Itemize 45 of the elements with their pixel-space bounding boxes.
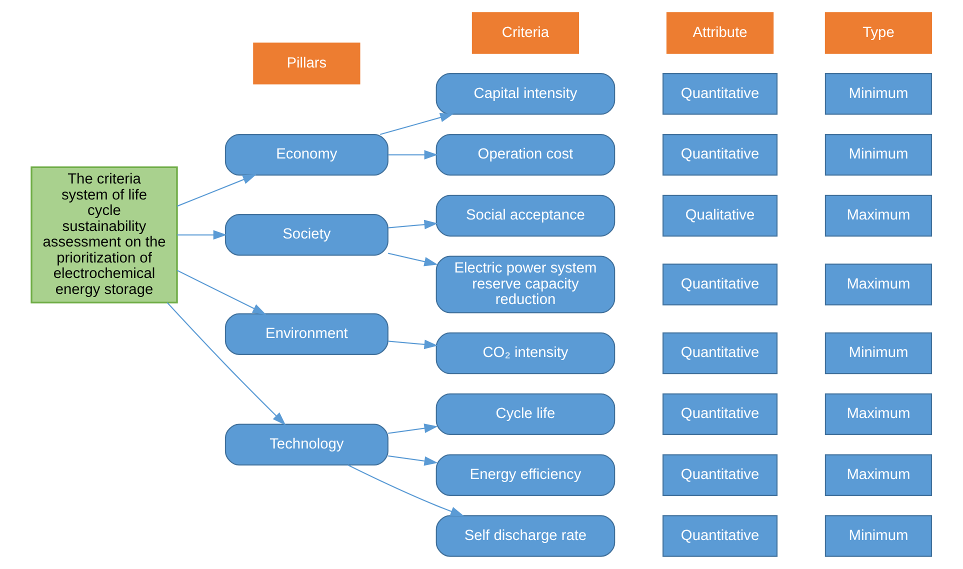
node-box: Minimum	[824, 332, 932, 374]
node-box: Attribute	[666, 12, 774, 54]
arrow	[388, 424, 438, 434]
node-box: Cycle life	[436, 393, 616, 436]
node-box: Economy	[224, 134, 388, 176]
arrow	[388, 220, 438, 230]
node-box: Maximum	[824, 264, 932, 306]
node-box: Energy efficiency	[436, 454, 616, 496]
node-box: Electric power system reserve capacity reduction	[436, 256, 616, 314]
node-box: Environment	[224, 313, 388, 355]
node-box: Type	[824, 12, 932, 54]
arrow	[348, 464, 464, 516]
node-box: Society	[224, 214, 388, 256]
node-box: Quantitative	[662, 332, 778, 374]
arrow	[380, 112, 454, 135]
arrow	[388, 455, 438, 466]
node-box: Criteria	[472, 12, 580, 54]
node-box: Self discharge rate	[436, 515, 616, 557]
arrow	[388, 150, 438, 160]
node-box: Minimum	[824, 515, 932, 557]
node-box: CO₂ intensity	[436, 332, 616, 374]
node-box: Quantitative	[662, 134, 778, 176]
arrow	[388, 252, 438, 266]
node-box: Pillars	[253, 42, 360, 84]
node-box: Quantitative	[662, 264, 778, 306]
node-box: Maximum	[824, 393, 932, 436]
node-box: Minimum	[824, 134, 932, 176]
node-box: Technology	[224, 424, 388, 466]
node-box: Maximum	[824, 454, 932, 496]
node-box: Social acceptance	[436, 194, 616, 237]
arrow	[176, 174, 256, 207]
arrow	[166, 302, 286, 426]
node-box: The criteria system of life cycle sustainability assessment on the prioritization of electrochemical energy storage	[30, 166, 178, 304]
arrow	[388, 340, 438, 350]
node-box: Quantitative	[662, 454, 778, 496]
node-box: Quantitative	[662, 393, 778, 436]
node-box: Quantitative	[662, 73, 778, 115]
node-box: Operation cost	[436, 134, 616, 176]
node-box: Minimum	[824, 73, 932, 115]
node-box: Qualitative	[662, 194, 778, 237]
arrow	[177, 230, 227, 240]
node-box: Capital intensity	[436, 73, 616, 115]
node-box: Quantitative	[662, 515, 778, 557]
node-box: Maximum	[824, 194, 932, 237]
arrow	[176, 270, 266, 315]
